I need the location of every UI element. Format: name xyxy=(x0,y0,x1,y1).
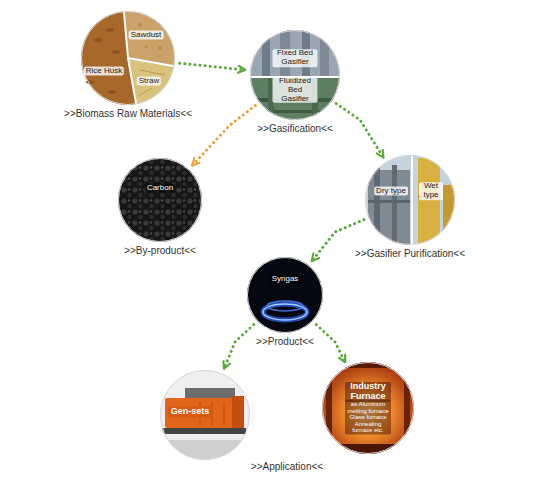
circle-border xyxy=(251,31,340,120)
circle-outline xyxy=(250,30,340,120)
syngas-photo xyxy=(247,257,323,333)
stage-heading: >>Gasification<< xyxy=(257,123,333,134)
photo-label: Straw xyxy=(137,77,161,86)
stage-heading: >>Biomass Raw Materials<< xyxy=(64,108,192,119)
stage-circle: Gen-sets xyxy=(160,370,250,460)
circle-border xyxy=(323,363,414,454)
circle-border xyxy=(248,258,323,333)
photo-label: Wet type xyxy=(419,182,443,200)
furnace-photo xyxy=(320,360,416,456)
genset-photo xyxy=(158,368,252,462)
stage-circle: Dry typeWet type>>Gasifier Purification<… xyxy=(365,155,455,245)
circle-border xyxy=(82,12,175,105)
circle-outline xyxy=(118,158,202,242)
circle-outline xyxy=(247,257,323,333)
photo-label: Dry type xyxy=(374,187,408,196)
stage-heading: >>Product<< xyxy=(256,336,314,347)
stage-circle: Fixed Bed GasifierFluidized Bed Gasifier… xyxy=(250,30,340,120)
stage-heading: >>By-product<< xyxy=(124,245,196,256)
gasifier-photo xyxy=(248,28,342,122)
circle-border xyxy=(366,156,455,245)
circle-outline xyxy=(365,155,455,245)
photo-label: Gen-sets xyxy=(168,406,213,418)
stage-circle: Syngas>>Product<< xyxy=(247,257,323,333)
stage-circle: Industry Furnaceas Aluminum melting furn… xyxy=(322,362,414,454)
photo-label: Carbon xyxy=(145,184,175,193)
biomass-photo xyxy=(81,11,175,105)
photo-label: Fixed Bed Gasifier xyxy=(273,49,318,67)
photo-label: as Aluminum melting furnace Glass furnac… xyxy=(345,400,391,435)
photo-label: Syngas xyxy=(270,275,301,284)
stage-circle: Carbon>>By-product<< xyxy=(118,158,202,242)
carbon-photo xyxy=(118,158,202,242)
circle-border xyxy=(161,371,250,460)
stage-circle: SawdustRice HuskStraw>>Biomass Raw Mater… xyxy=(81,11,175,105)
purification-photo xyxy=(363,153,457,250)
photo-label: Fluidized Bed Gasifier xyxy=(273,77,318,103)
flow-arrow xyxy=(192,106,255,166)
circle-border xyxy=(119,159,202,242)
flow-arrow xyxy=(224,325,254,369)
circle-outline xyxy=(81,11,175,105)
flow-arrow xyxy=(336,104,383,158)
photo-label: Sawdust xyxy=(129,31,164,40)
flow-arrow xyxy=(316,325,345,363)
stage-heading: >>Gasifier Purification<< xyxy=(355,248,465,259)
photo-label: Rice Husk xyxy=(84,67,124,76)
flow-arrow xyxy=(180,63,246,70)
stage-heading: >>Application<< xyxy=(251,461,323,472)
